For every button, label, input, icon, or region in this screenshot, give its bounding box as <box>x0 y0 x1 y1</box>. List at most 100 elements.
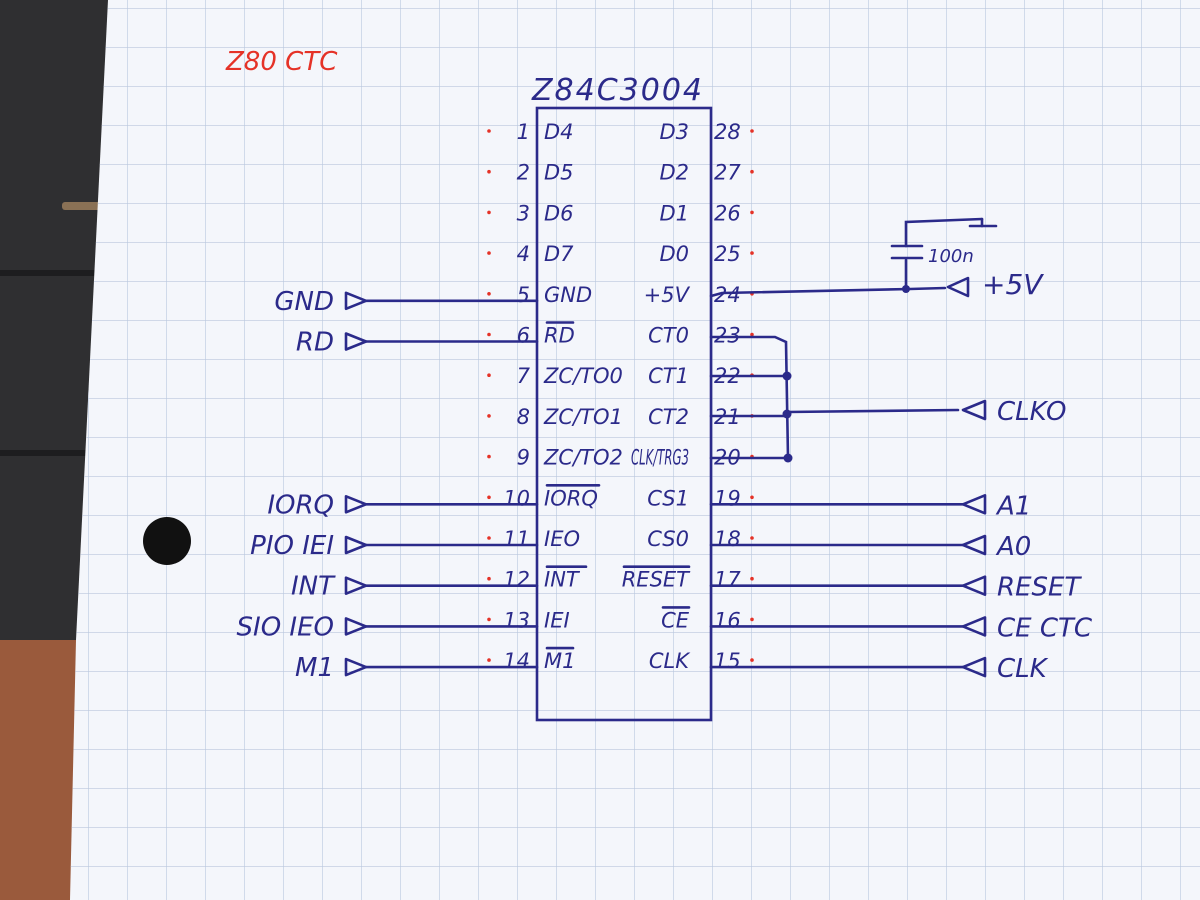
power-label: +5V <box>982 268 1044 301</box>
pin-name: D7 <box>544 242 574 266</box>
clko-out-wire <box>785 408 960 414</box>
pin-name: IEO <box>544 527 580 551</box>
laptop-seam-2 <box>0 450 110 456</box>
pin-name: D0 <box>659 242 689 266</box>
pin-number: 28 <box>714 120 741 144</box>
pin-number: 4 <box>517 242 530 266</box>
pin-number: 17 <box>714 568 741 592</box>
signal-arrow <box>344 657 368 677</box>
pin-number: 25 <box>714 242 741 266</box>
pin-marker-dot <box>487 210 491 215</box>
laptop-indicator <box>62 202 102 210</box>
signal-label: RD <box>296 328 334 358</box>
pin-marker-dot <box>487 373 491 378</box>
clko-junction-22 <box>782 371 792 381</box>
pin-name: IEI <box>544 608 570 632</box>
pin-marker-dot <box>487 576 491 581</box>
pin-marker-dot <box>487 129 491 133</box>
pin-name: CLK <box>649 649 691 673</box>
pin-name: ZC/TO2 <box>543 446 623 470</box>
pin-marker-dot <box>487 536 491 540</box>
pin-marker-dot <box>487 251 491 255</box>
pin-number: 27 <box>714 161 741 185</box>
pin-number: 2 <box>517 161 530 185</box>
power-net: +5V 100n <box>709 217 1044 301</box>
pin-marker-dot <box>750 169 754 174</box>
pin-number: 10 <box>503 486 530 510</box>
pin-number: 3 <box>517 201 530 225</box>
pin-name: RD <box>544 324 575 348</box>
signal-arrow <box>961 399 987 421</box>
pin-marker-dot <box>487 169 491 174</box>
signal-arrow <box>344 535 368 555</box>
punch-hole <box>143 517 191 565</box>
pin-name: CT2 <box>648 405 689 429</box>
laptop-seam <box>0 270 110 276</box>
signal-label: INT <box>291 572 336 602</box>
signal-arrow <box>344 291 368 311</box>
pin-number: 9 <box>517 446 530 470</box>
signal-arrow <box>344 495 368 514</box>
pin-name: M1 <box>544 649 575 673</box>
signal-label: M1 <box>295 653 334 683</box>
pin-number: 16 <box>714 608 741 632</box>
signal-label: A0 <box>995 532 1031 562</box>
signal-label: PIO IEI <box>250 531 334 561</box>
clko-bus <box>709 335 960 463</box>
signal-arrow <box>961 575 987 596</box>
capacitor-value-label: 100n <box>928 246 974 267</box>
chip-body <box>535 106 713 722</box>
pin-name: CE <box>661 608 690 632</box>
pin-name: GND <box>544 283 592 307</box>
pin-number: 5 <box>517 283 530 307</box>
pin-marker-dot <box>750 658 754 662</box>
paper-grid <box>70 0 1200 900</box>
pin-number: 1 <box>517 120 530 144</box>
pin-marker-dot <box>750 129 754 133</box>
pin-name: INT <box>544 568 581 592</box>
pin-name: IORQ <box>544 486 598 510</box>
signal-label: CLK <box>997 654 1049 684</box>
signal-label: CE CTC <box>997 613 1093 643</box>
pin-number: 6 <box>517 324 530 348</box>
pin-marker-dot <box>487 414 491 418</box>
pin-number: 14 <box>503 649 530 673</box>
pin-name: CS1 <box>647 486 689 510</box>
pin-marker-dot <box>750 536 754 540</box>
pin-name: D6 <box>544 201 574 225</box>
signal-arrow <box>961 534 987 556</box>
signal-label: A1 <box>995 491 1031 521</box>
chip-part-number: Z84C3004 <box>531 73 704 108</box>
pin-name: D2 <box>659 161 689 185</box>
pin-name: CT1 <box>648 364 689 388</box>
pin-marker-dot <box>487 617 491 622</box>
page-title: Z80 CTC <box>225 47 338 77</box>
pin-marker-dot <box>487 292 491 296</box>
pin-name: +5V <box>644 283 691 307</box>
pin-number: 26 <box>714 201 741 225</box>
clko-bus-pin23 <box>709 335 790 460</box>
pin-marker-dot <box>487 454 491 459</box>
pin-marker-dot <box>750 617 754 622</box>
pin-marker-dot <box>750 332 754 337</box>
pin-name: CLK/TRG3 <box>631 446 689 470</box>
capacitor-upper-lead <box>904 217 984 248</box>
pin-name: ZC/TO0 <box>543 364 623 388</box>
pin-number: 8 <box>517 405 530 429</box>
pin-name: ZC/TO1 <box>543 405 623 429</box>
pin-name: D3 <box>659 120 689 144</box>
power-wire <box>709 286 947 298</box>
clko-junction-21 <box>782 409 792 419</box>
signal-label: SIO IEO <box>237 612 334 642</box>
pin-marker-dot <box>487 332 491 337</box>
pin-name: RESET <box>622 568 691 592</box>
pin-name: CT0 <box>648 324 689 348</box>
pin-name: D4 <box>544 120 574 144</box>
signal-arrow <box>961 616 987 637</box>
signal-arrow <box>344 576 368 595</box>
signal-arrow <box>344 332 368 351</box>
pin-name: CS0 <box>647 527 689 551</box>
